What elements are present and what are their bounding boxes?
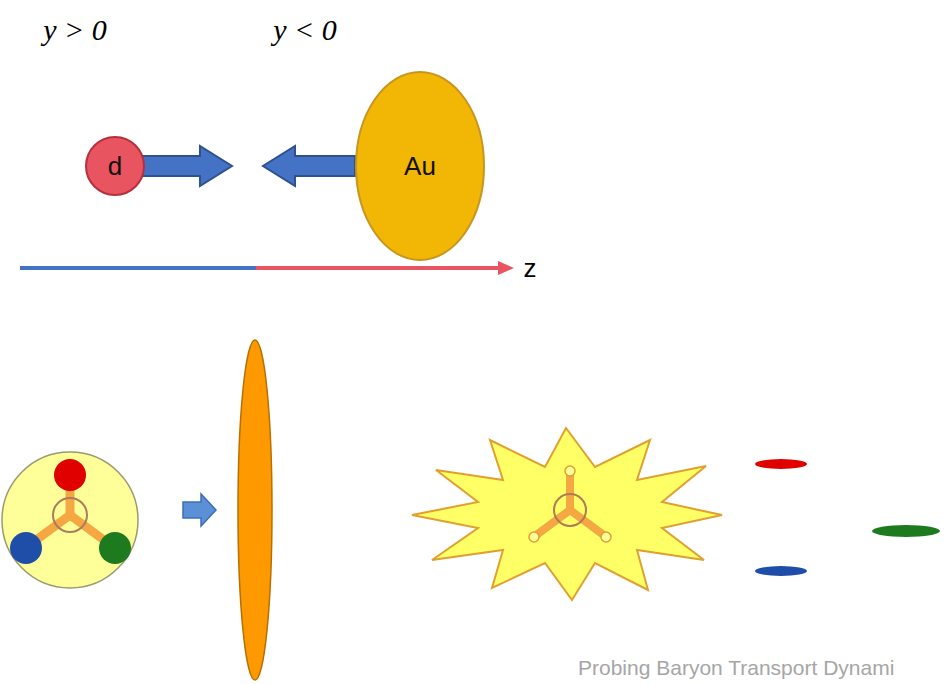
small-arrow bbox=[183, 494, 216, 526]
beam-arrow bbox=[140, 146, 232, 186]
axis-label: z bbox=[524, 253, 537, 284]
baryon-junction bbox=[10, 459, 131, 564]
nucleus-sheet bbox=[238, 340, 272, 680]
axis-negative bbox=[20, 266, 256, 270]
node-label: Au bbox=[404, 151, 436, 182]
footer-title: Probing Baryon Transport Dynami bbox=[578, 656, 894, 680]
baryon-circle bbox=[2, 452, 138, 588]
rapidity-label: y > 0 bbox=[43, 13, 107, 47]
quark-green bbox=[872, 525, 940, 537]
deuteron-circle: d bbox=[85, 136, 145, 196]
axis-arrowhead bbox=[498, 261, 514, 275]
node-shape bbox=[356, 72, 484, 260]
axis-positive bbox=[256, 266, 500, 270]
beam-arrow bbox=[263, 146, 355, 186]
quark-blue bbox=[755, 566, 807, 576]
gold-nucleus: Au bbox=[355, 71, 485, 261]
rapidity-label: y < 0 bbox=[273, 13, 337, 47]
burst-junction bbox=[529, 466, 611, 542]
node-label: d bbox=[108, 151, 122, 182]
collision-burst bbox=[412, 428, 722, 600]
quark-red bbox=[755, 459, 807, 469]
node-shape bbox=[86, 137, 144, 195]
